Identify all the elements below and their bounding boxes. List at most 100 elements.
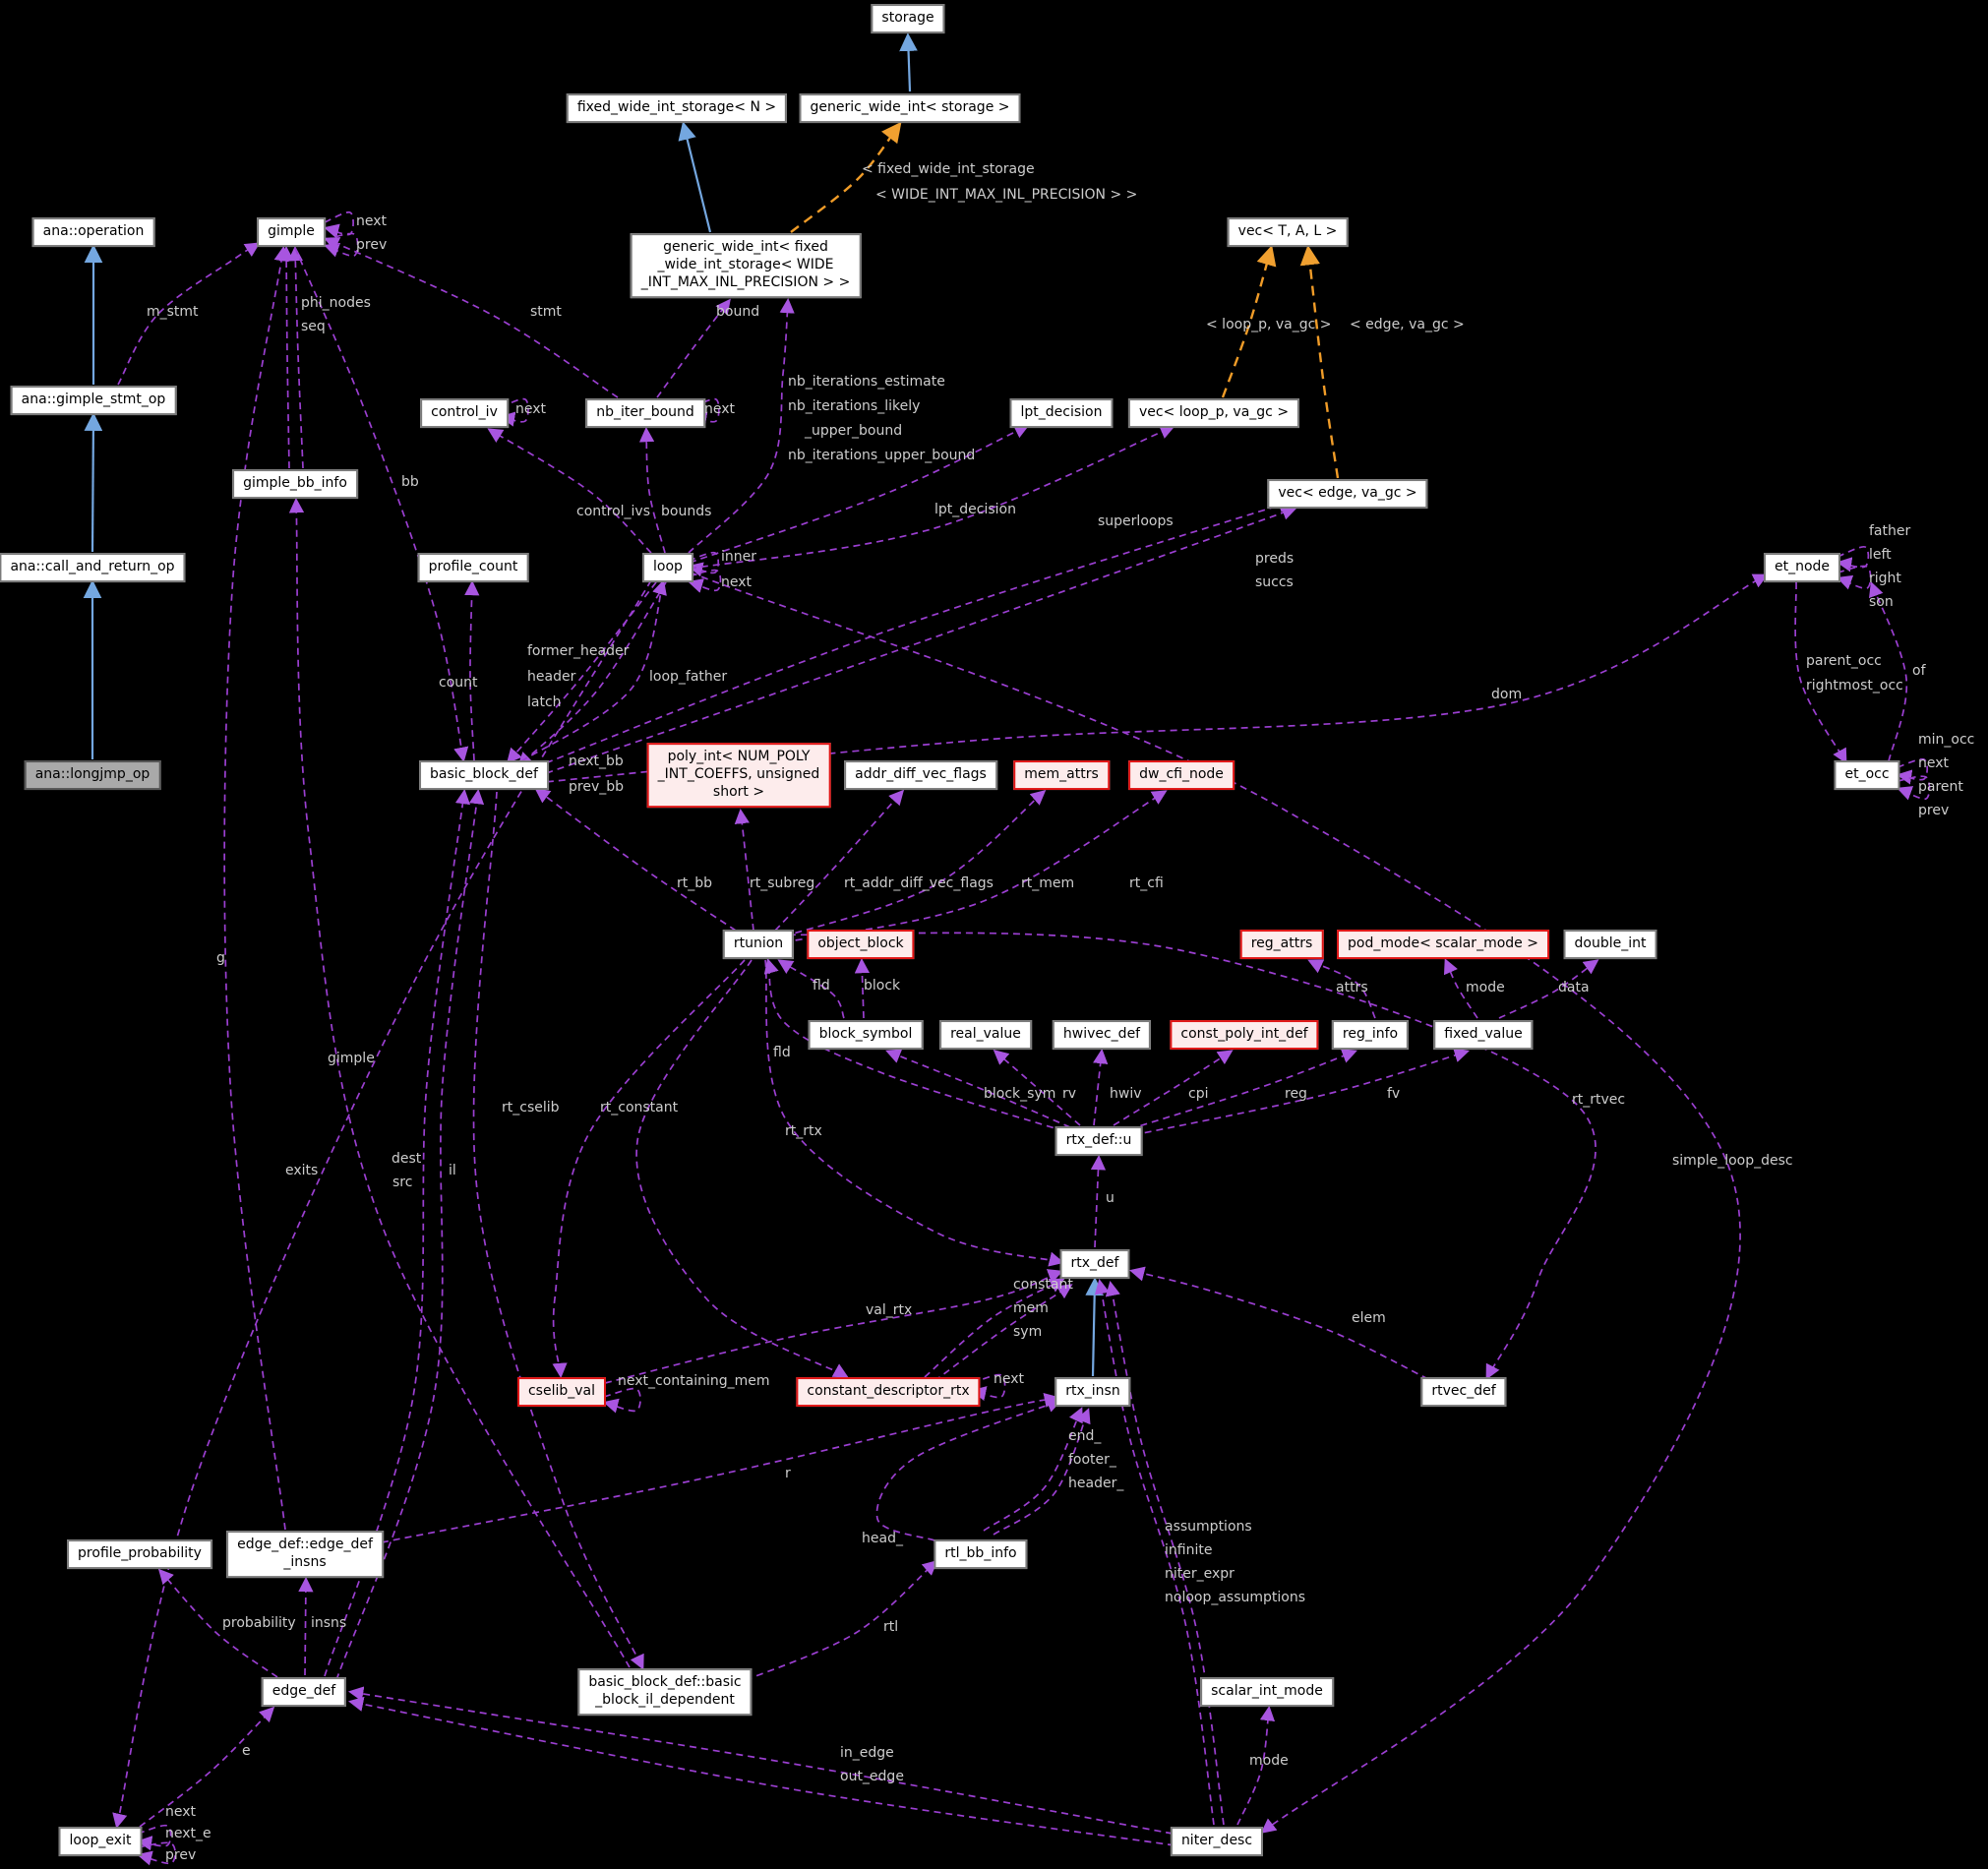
edge-field-label: mode <box>1466 980 1505 995</box>
edge-field-label: prev_bb <box>569 779 625 795</box>
edge-field-label: header <box>527 669 576 685</box>
node-cpid[interactable]: const_poly_int_def <box>1170 1020 1319 1050</box>
node-vlp[interactable]: vec< loop_p, va_gc > <box>1127 398 1300 428</box>
node-rtunion[interactable]: rtunion <box>722 930 795 959</box>
edge-cdrtx-to-cdrtx <box>971 1373 1006 1402</box>
node-pprob[interactable]: profile_probability <box>67 1539 212 1569</box>
node-niter[interactable]: niter_desc <box>1170 1827 1264 1856</box>
edge-field-label: header_ <box>1068 1476 1124 1491</box>
edge-loop-to-lexit <box>112 579 652 1829</box>
edge-etnode-to-etnode <box>1836 546 1870 573</box>
node-anagso[interactable]: ana::gimple_stmt_op <box>10 386 177 415</box>
node-vedge[interactable]: vec< edge, va_gc > <box>1267 479 1428 509</box>
edge-field-label: bound <box>716 304 760 320</box>
node-etnode[interactable]: et_node <box>1763 553 1841 582</box>
node-sim[interactable]: scalar_int_mode <box>1200 1677 1334 1707</box>
edge-field-label: < WIDE_INT_MAX_INL_PRECISION > > <box>875 187 1138 203</box>
edge-field-label: left <box>1869 547 1892 563</box>
node-anacar[interactable]: ana::call_and_return_op <box>0 553 186 582</box>
node-gimple[interactable]: gimple <box>257 217 326 247</box>
node-edi[interactable]: edge_def::edge_def _insns <box>226 1531 384 1578</box>
node-nib[interactable]: nb_iter_bound <box>585 398 705 428</box>
edge-field-label: il <box>449 1163 456 1178</box>
edge-field-label: in_edge <box>840 1745 894 1761</box>
edge-field-label: end_ <box>1068 1428 1102 1444</box>
node-rtvec[interactable]: rtvec_def <box>1420 1377 1507 1407</box>
edge-nib-to-gwif <box>656 298 731 398</box>
node-rval[interactable]: real_value <box>939 1020 1032 1050</box>
edge-field-label: next_e <box>165 1826 211 1841</box>
edge-rtxu-to-rtunion <box>763 958 1065 1132</box>
edge-rbi-to-rtxinsn <box>983 1407 1083 1532</box>
node-lexit[interactable]: loop_exit <box>58 1827 143 1856</box>
node-edef[interactable]: edge_def <box>261 1677 347 1707</box>
node-rtxinsn[interactable]: rtx_insn <box>1054 1377 1131 1407</box>
node-storage[interactable]: storage <box>871 4 945 33</box>
node-anaop[interactable]: ana::operation <box>31 217 155 247</box>
edge-field-label: rt_addr_diff_vec_flags <box>844 875 994 891</box>
node-bbd[interactable]: basic_block_def <box>419 760 549 790</box>
edge-vedge-to-vtal <box>1299 244 1340 479</box>
edge-field-label: block <box>864 978 901 994</box>
node-rtxu[interactable]: rtx_def::u <box>1054 1126 1143 1156</box>
edge-rtxu-to-rval <box>993 1049 1081 1126</box>
edge-field-label: son <box>1869 594 1894 610</box>
node-gwis[interactable]: generic_wide_int< storage > <box>799 93 1021 123</box>
edge-field-label: attrs <box>1336 980 1368 995</box>
edge-field-label: succs <box>1255 574 1294 590</box>
node-pmode[interactable]: pod_mode< scalar_mode > <box>1337 930 1549 959</box>
edge-loop-to-gwif <box>688 297 795 554</box>
node-fval[interactable]: fixed_value <box>1433 1020 1534 1050</box>
node-analj[interactable]: ana::longjmp_op <box>24 760 161 790</box>
node-bsym[interactable]: block_symbol <box>808 1020 924 1050</box>
node-hwi[interactable]: hwivec_def <box>1052 1020 1152 1050</box>
node-gwif[interactable]: generic_wide_int< fixed _wide_int_storag… <box>630 233 862 298</box>
edge-field-label: < edge, va_gc > <box>1350 317 1465 332</box>
edge-field-label: rt_mem <box>1021 875 1075 891</box>
node-rinfo[interactable]: reg_info <box>1331 1020 1410 1050</box>
edge-niter-to-rtxdef <box>1094 1278 1215 1826</box>
edge-bsym-to-oblock <box>854 957 871 1019</box>
edge-field-label: mode <box>1249 1753 1289 1769</box>
node-dint[interactable]: double_int <box>1563 930 1657 959</box>
node-rtxdef[interactable]: rtx_def <box>1059 1249 1130 1279</box>
node-poly[interactable]: poly_int< NUM_POLY _INT_COEFFS, unsigned… <box>646 743 831 808</box>
edge-anacar-to-anagso <box>84 412 103 553</box>
edge-field-label: infinite <box>1165 1542 1213 1558</box>
node-oblock[interactable]: object_block <box>807 930 915 959</box>
edge-field-label: rtl <box>883 1619 899 1635</box>
edge-field-label: e <box>242 1743 251 1759</box>
edge-field-label: rt_constant <box>600 1100 679 1115</box>
edge-rtunion-to-rtxdef <box>764 959 1064 1267</box>
node-gbi[interactable]: gimple_bb_info <box>232 469 358 499</box>
edge-rtunion-to-cdrtx <box>635 959 849 1378</box>
edge-field-label: out_edge <box>840 1769 904 1784</box>
edge-field-label: val_rtx <box>866 1302 913 1318</box>
edge-field-label: m_stmt <box>147 304 199 320</box>
edge-rtvec-to-rtxdef <box>1129 1266 1429 1380</box>
node-bbil[interactable]: basic_block_def::basic _block_il_depende… <box>577 1668 753 1716</box>
edge-field-label: stmt <box>530 304 562 320</box>
node-lpt[interactable]: lpt_decision <box>1009 398 1114 428</box>
node-pcount[interactable]: profile_count <box>417 553 529 582</box>
edge-field-label: former_header <box>527 643 630 659</box>
node-fwis[interactable]: fixed_wide_int_storage< N > <box>566 93 788 123</box>
node-dwcfi[interactable]: dw_cfi_node <box>1128 760 1235 790</box>
node-mattrs[interactable]: mem_attrs <box>1013 760 1110 790</box>
node-cselib[interactable]: cselib_val <box>516 1377 607 1407</box>
edge-rtxu-to-cpid <box>1113 1050 1234 1126</box>
node-rattrs[interactable]: reg_attrs <box>1239 930 1324 959</box>
node-advf[interactable]: addr_diff_vec_flags <box>844 760 997 790</box>
node-cdrtx[interactable]: constant_descriptor_rtx <box>796 1377 981 1407</box>
edge-field-label: rt_rtx <box>785 1123 822 1139</box>
edge-field-label: seq <box>301 319 326 334</box>
node-loop[interactable]: loop <box>642 553 693 582</box>
edge-field-label: mem <box>1013 1300 1049 1316</box>
node-etocc[interactable]: et_occ <box>1834 760 1900 790</box>
node-vtal[interactable]: vec< T, A, L > <box>1227 217 1349 247</box>
node-rbi[interactable]: rtl_bb_info <box>934 1539 1028 1569</box>
edge-bbd-to-vedge <box>534 498 1294 768</box>
edge-field-label: inner <box>721 549 757 565</box>
edge-bbd-to-vedge <box>534 505 1297 778</box>
node-civ[interactable]: control_iv <box>420 398 509 428</box>
